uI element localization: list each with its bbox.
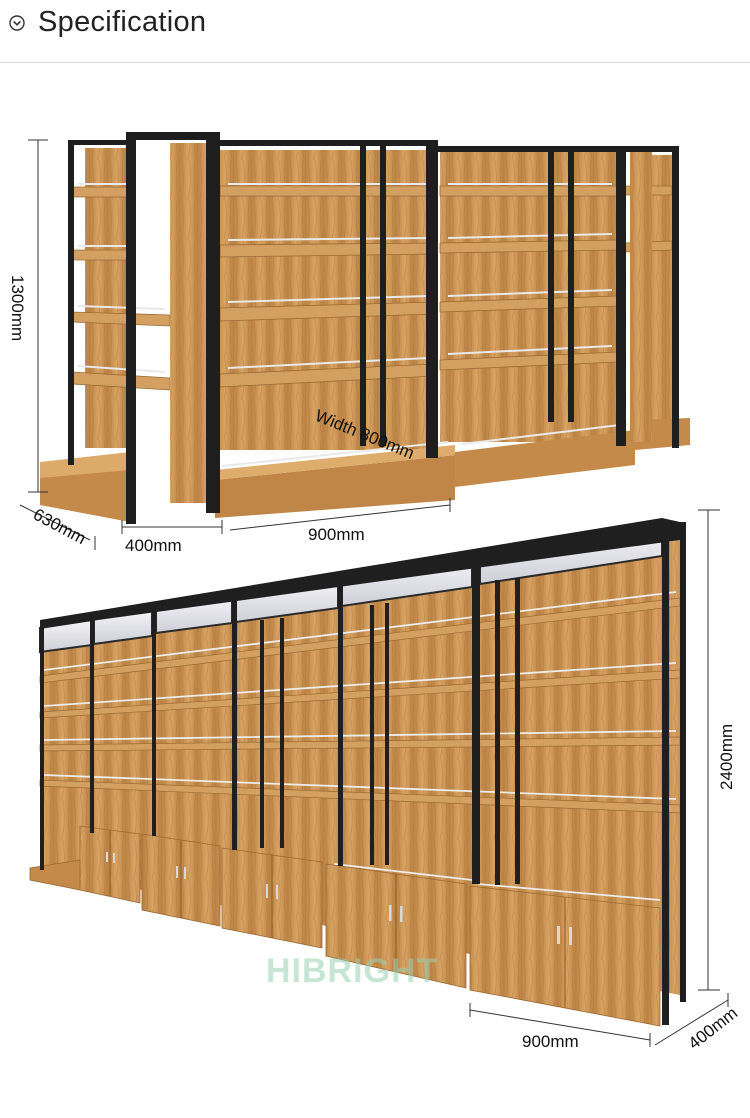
section-header: Specification: [0, 0, 750, 62]
top-height-label: 1300mm: [8, 275, 27, 341]
chevron-down-circle-icon[interactable]: [9, 15, 25, 31]
bottom-shelf-unit: [29, 518, 686, 1027]
watermark: HIBRIGHT: [266, 952, 438, 990]
section-title: Specification: [38, 6, 207, 38]
bottom-bay-width-label: 900mm: [522, 1032, 579, 1051]
top-bay-width-label: 900mm: [308, 525, 365, 544]
header-divider: [0, 62, 750, 63]
bottom-dimension-lines: [469, 509, 729, 1047]
bottom-height-label: 2400mm: [717, 724, 736, 790]
top-dimension-lines: [19, 139, 451, 550]
bottom-depth-label: 400mm: [685, 1003, 741, 1053]
top-side-width-label: 400mm: [125, 536, 182, 555]
top-shelf-unit: [40, 132, 690, 524]
